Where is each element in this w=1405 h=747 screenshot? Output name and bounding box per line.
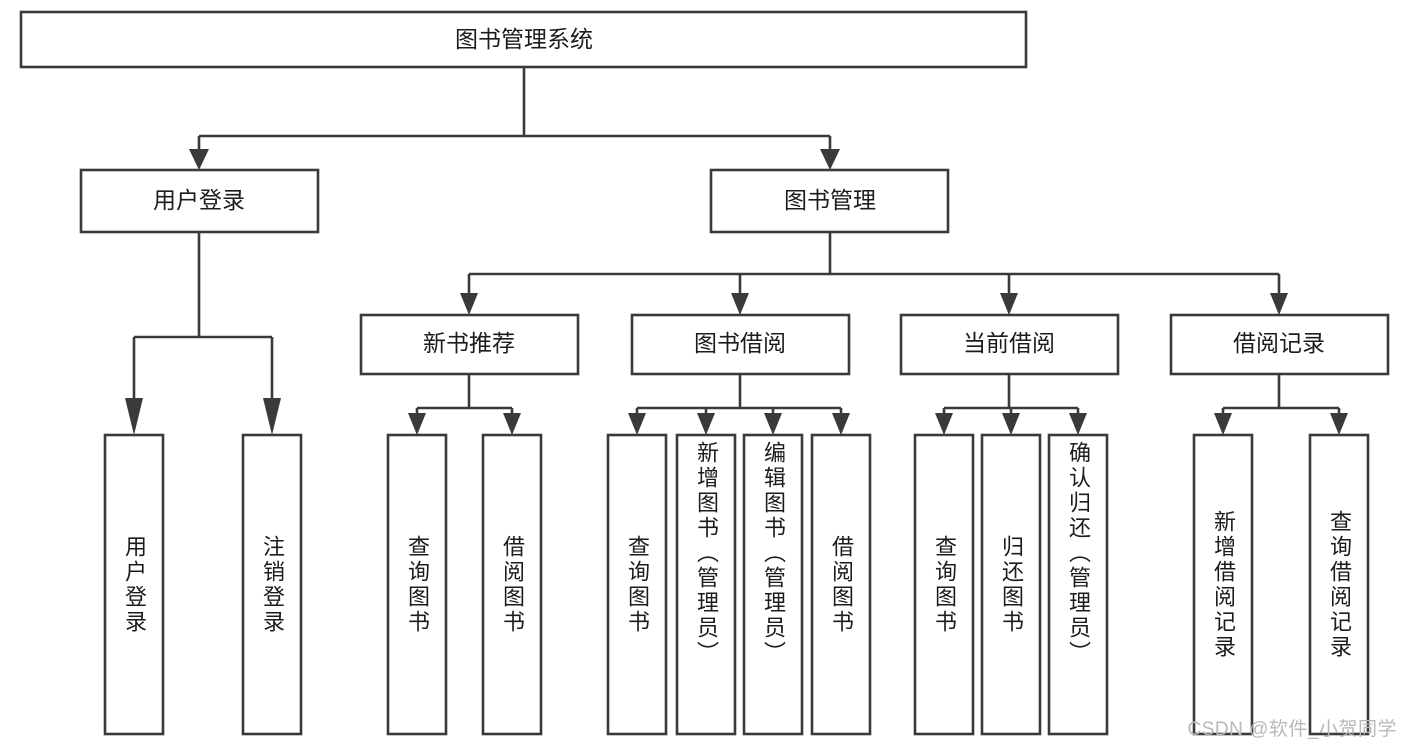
leaf-query-book-2-box[interactable] xyxy=(606,433,668,736)
node-root-box[interactable] xyxy=(19,10,1028,69)
leaf-borrow-book-2-box[interactable] xyxy=(810,433,872,736)
node-book-borrow-box[interactable] xyxy=(630,313,851,376)
connector-group-user-login xyxy=(125,232,281,435)
node-user-login[interactable]: 用户登录 xyxy=(79,168,320,234)
leaf-edit-book-box[interactable] xyxy=(742,433,804,736)
arrowhead-leaf-borrow-book-2 xyxy=(832,413,850,435)
leaf-box-group xyxy=(103,433,1370,736)
arrowhead-user-login xyxy=(189,149,209,170)
arrowhead-leaf-add-record xyxy=(1214,413,1232,435)
connector-group-root xyxy=(189,67,840,170)
node-book-manage-box[interactable] xyxy=(709,168,950,234)
arrowhead-leaf-query-book-2 xyxy=(628,413,646,435)
connector-group-book-borrow xyxy=(628,374,850,435)
arrowhead-leaf-confirm-return xyxy=(1069,413,1087,435)
node-book-borrow-label: 图书借阅 xyxy=(694,330,786,356)
arrowhead-book-manage xyxy=(820,149,840,170)
node-current-borrow-box[interactable] xyxy=(899,313,1120,376)
node-new-book-rec-label: 新书推荐 xyxy=(423,330,515,356)
arrowhead-new-book-rec xyxy=(460,293,478,315)
node-book-manage-label: 图书管理 xyxy=(784,187,876,213)
arrowhead-leaf-query-book-3 xyxy=(935,413,953,435)
connector-group-book-manage xyxy=(460,232,1288,315)
leaf-add-book-box[interactable] xyxy=(675,433,737,736)
leaf-return-book-box[interactable] xyxy=(980,433,1042,736)
leaf-add-record-box[interactable] xyxy=(1192,433,1254,736)
connector-group-current-borrow xyxy=(935,374,1087,435)
leaf-borrow-book-1-box[interactable] xyxy=(481,433,543,736)
node-book-borrow[interactable]: 图书借阅 xyxy=(630,313,851,376)
leaf-query-book-1-box[interactable] xyxy=(386,433,448,736)
arrowhead-borrow-record xyxy=(1270,293,1288,315)
node-borrow-record-label: 借阅记录 xyxy=(1233,330,1325,356)
node-current-borrow-label: 当前借阅 xyxy=(963,330,1055,356)
arrowhead-current-borrow xyxy=(1000,293,1018,315)
arrowhead-book-borrow xyxy=(731,293,749,315)
arrowhead-leaf-return-book xyxy=(1002,413,1020,435)
leaf-user-logout-box[interactable] xyxy=(241,433,303,736)
csdn-watermark: CSDN @软件_小贺同学 xyxy=(1187,719,1397,740)
node-book-manage[interactable]: 图书管理 xyxy=(709,168,950,234)
node-user-login-box[interactable] xyxy=(79,168,320,234)
connector-group-new-book-rec xyxy=(408,374,521,435)
node-root-label: 图书管理系统 xyxy=(455,26,593,52)
node-new-book-rec[interactable]: 新书推荐 xyxy=(359,313,580,376)
leaf-query-record-box[interactable] xyxy=(1308,433,1370,736)
connector-group-borrow-record xyxy=(1214,374,1348,435)
node-borrow-record-box[interactable] xyxy=(1169,313,1390,376)
leaf-query-book-3-box[interactable] xyxy=(913,433,975,736)
leaf-user-login-box[interactable] xyxy=(103,433,165,736)
arrowhead-leaf-add-book xyxy=(697,413,715,435)
arrowhead-leaf-borrow-book-1 xyxy=(503,413,521,435)
arrowhead-leaf-query-record xyxy=(1330,413,1348,435)
arrowhead-leaf-query-book-1 xyxy=(408,413,426,435)
node-new-book-rec-box[interactable] xyxy=(359,313,580,376)
node-borrow-record[interactable]: 借阅记录 xyxy=(1169,313,1390,376)
leaf-confirm-return-box[interactable] xyxy=(1047,433,1109,736)
node-user-login-label: 用户登录 xyxy=(153,187,245,213)
arrowhead-leaf-user-login xyxy=(125,398,143,435)
node-root[interactable]: 图书管理系统 xyxy=(19,10,1028,69)
arrowhead-leaf-user-logout xyxy=(263,398,281,435)
node-current-borrow[interactable]: 当前借阅 xyxy=(899,313,1120,376)
arrowhead-leaf-edit-book xyxy=(764,413,782,435)
